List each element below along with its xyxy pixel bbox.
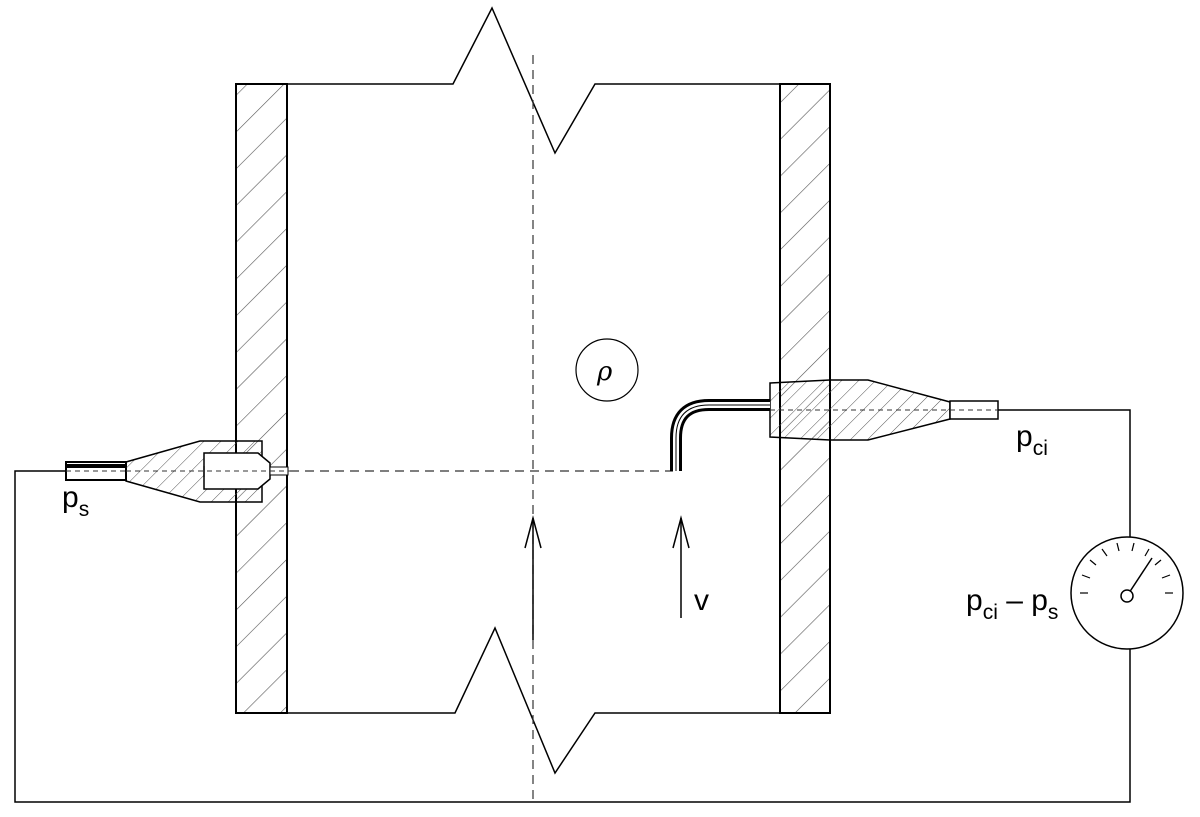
top-break-line xyxy=(236,6,830,155)
gauge-pivot xyxy=(1120,589,1134,603)
static-pressure-line xyxy=(14,470,1131,803)
velocity-label: v xyxy=(694,584,709,617)
left-pipe-wall xyxy=(235,83,288,714)
total-pressure-line xyxy=(998,409,1131,538)
static-pressure-label: ps xyxy=(62,481,89,521)
gauge-needle xyxy=(1126,557,1153,597)
pitot-tube-fitting xyxy=(769,379,999,441)
centerline-flow-arrow xyxy=(524,515,542,640)
density-symbol: ρ xyxy=(596,357,613,387)
gauge-tick-marks xyxy=(1080,542,1173,594)
gauge-reading-label: pci – ps xyxy=(966,584,1058,624)
velocity-arrow xyxy=(672,515,690,618)
static-pressure-tap xyxy=(65,440,290,503)
pressure-gauge xyxy=(1070,536,1184,650)
density-circle xyxy=(575,338,639,402)
bottom-break-line xyxy=(236,626,830,775)
pitot-probe xyxy=(670,399,770,471)
total-pressure-label: pci xyxy=(1016,420,1048,460)
